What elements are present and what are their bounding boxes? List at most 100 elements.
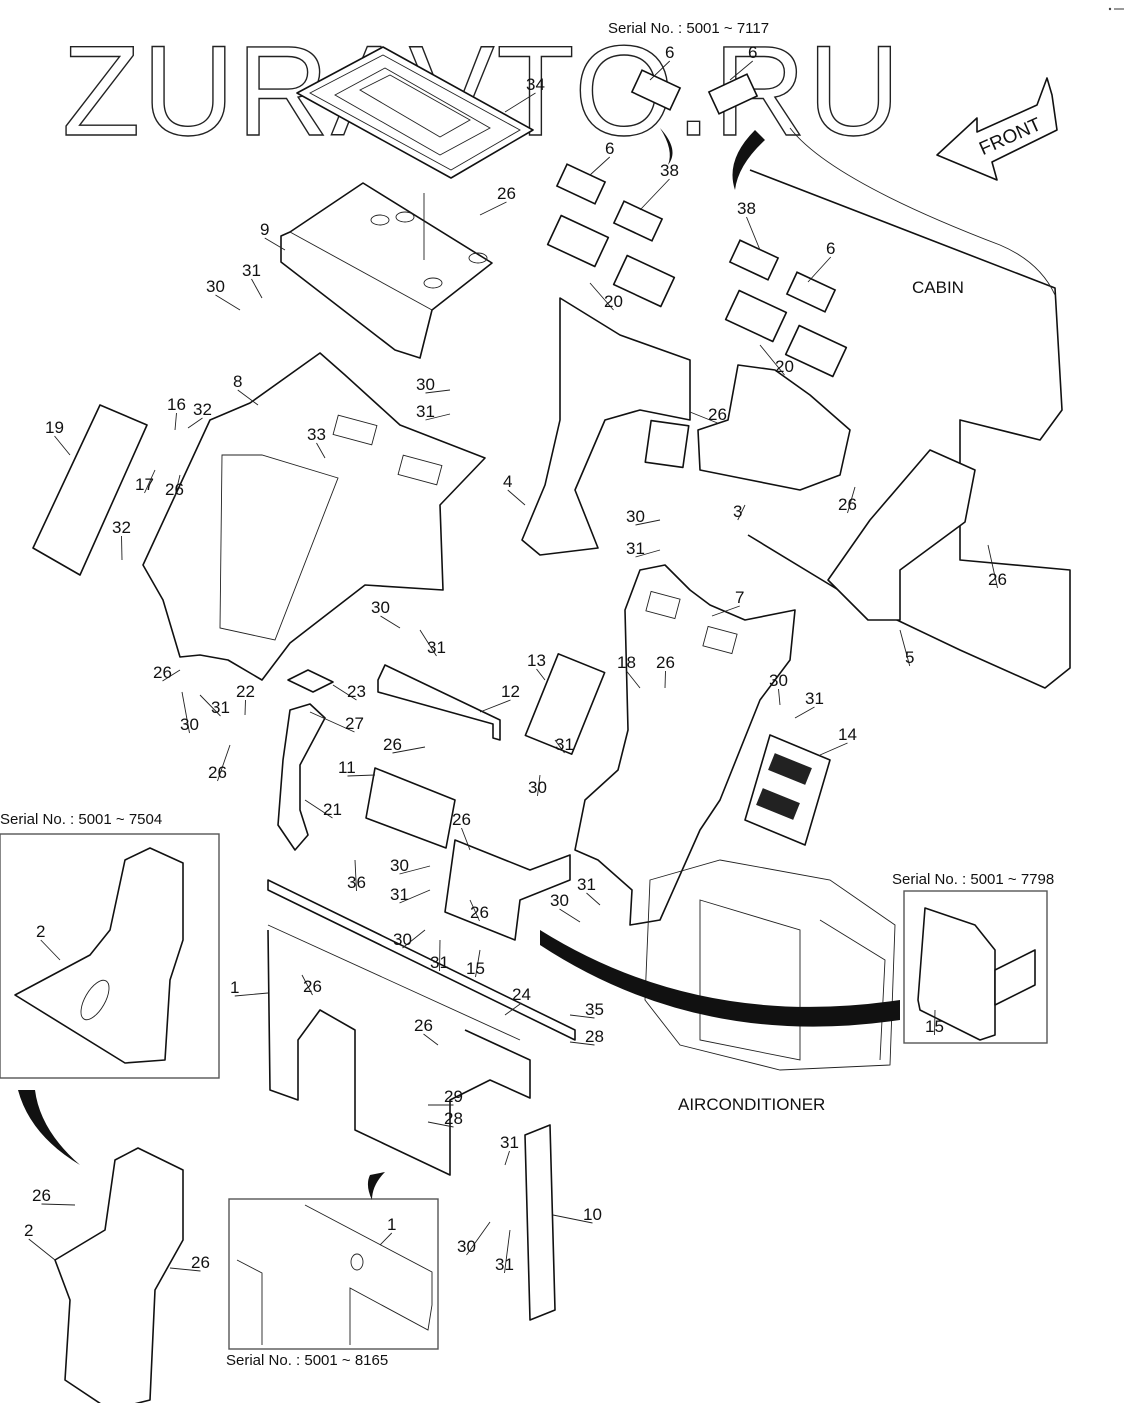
callout-26: 26 <box>708 405 727 424</box>
leader-line <box>162 669 181 682</box>
corner-mark <box>1108 7 1124 11</box>
leader-line <box>461 827 471 851</box>
part-14-control-panel <box>744 734 831 846</box>
callout-9: 9 <box>260 220 269 239</box>
leader-line <box>934 1009 936 1036</box>
leader-line <box>746 216 761 251</box>
part-7-cover <box>574 564 796 926</box>
callout-21: 21 <box>323 800 342 819</box>
leader-line <box>423 1033 439 1046</box>
leader-line <box>169 1267 201 1272</box>
leader-line <box>794 706 815 719</box>
callout-30: 30 <box>550 891 569 910</box>
callout-2: 2 <box>36 922 45 941</box>
callout-28: 28 <box>585 1027 604 1046</box>
callout-31: 31 <box>555 735 574 754</box>
callout-26: 26 <box>497 184 516 203</box>
callout-26: 26 <box>838 495 857 514</box>
part-5-duct <box>827 449 976 621</box>
leader-line <box>237 389 259 406</box>
callout-13: 13 <box>527 651 546 670</box>
callout-22: 22 <box>236 682 255 701</box>
callout-26: 26 <box>191 1253 210 1272</box>
callout-16: 16 <box>167 395 186 414</box>
part-2-duct-lower <box>54 1147 184 1403</box>
grilles-and-seals <box>546 69 848 378</box>
leader-line <box>392 746 426 754</box>
callout-27: 27 <box>345 714 364 733</box>
leader-line <box>251 278 263 299</box>
cabin-wall <box>747 127 1071 689</box>
leader-line <box>475 949 481 978</box>
leader-line <box>215 294 241 311</box>
callout-31: 31 <box>390 885 409 904</box>
callout-31: 31 <box>495 1255 514 1274</box>
callout-32: 32 <box>112 518 131 537</box>
part-9-cover <box>280 182 493 359</box>
leader-line <box>419 629 437 657</box>
callout-26: 26 <box>303 977 322 996</box>
callout-31: 31 <box>500 1133 519 1152</box>
part-21-hose <box>277 703 326 851</box>
leader-line <box>121 535 123 561</box>
callout-2: 2 <box>24 1221 33 1240</box>
leader-line <box>399 865 431 875</box>
callout-31: 31 <box>626 539 645 558</box>
callout-30: 30 <box>393 930 412 949</box>
callout-6: 6 <box>665 43 674 62</box>
part-3-duct <box>697 364 851 491</box>
callout-30: 30 <box>457 1237 476 1256</box>
callout-26: 26 <box>165 480 184 499</box>
leader-line <box>635 519 661 526</box>
leader-line <box>234 992 269 997</box>
leader-line <box>332 684 357 701</box>
callout-26: 26 <box>470 903 489 922</box>
leader-line <box>199 694 221 717</box>
callout-29: 29 <box>444 1087 463 1106</box>
leader-line <box>144 469 156 494</box>
leader-line <box>439 939 441 972</box>
leader-line <box>425 389 451 394</box>
leader-line <box>466 1221 491 1256</box>
leader-line <box>316 442 326 459</box>
callout-24: 24 <box>512 985 531 1004</box>
leader-line <box>569 1041 595 1046</box>
serial-note-8165: Serial No. : 5001 ~ 8165 <box>226 1352 388 1369</box>
leader-line <box>759 344 785 376</box>
callout-30: 30 <box>390 856 409 875</box>
leader-lines <box>28 60 998 1274</box>
leader-line <box>301 974 313 996</box>
leader-line <box>987 544 998 589</box>
callout-18: 18 <box>617 653 636 672</box>
leader-line <box>729 60 754 81</box>
leader-line <box>689 411 718 424</box>
callout-33: 33 <box>307 425 326 444</box>
part-23-seal <box>287 669 334 693</box>
leader-line <box>504 1002 522 1016</box>
callout-1: 1 <box>230 978 239 997</box>
callout-3: 3 <box>733 502 742 521</box>
callout-4: 4 <box>503 472 512 491</box>
part-4-duct <box>521 297 691 556</box>
part-15-bracket <box>444 839 571 941</box>
leader-line <box>28 1238 56 1261</box>
leader-line <box>504 1229 511 1274</box>
leader-line <box>552 1214 593 1224</box>
serial-note-7798: Serial No. : 5001 ~ 7798 <box>892 871 1054 888</box>
leader-line <box>244 699 246 716</box>
part-8-cover <box>142 352 486 681</box>
swoosh-top-left <box>660 128 673 165</box>
leader-line <box>174 474 181 499</box>
callout-23: 23 <box>347 682 366 701</box>
part-11-bracket <box>365 767 456 849</box>
callout-17: 17 <box>135 475 154 494</box>
callout-31: 31 <box>416 402 435 421</box>
callout-30: 30 <box>416 375 435 394</box>
part-1-panel <box>267 879 576 1176</box>
leader-line <box>427 1121 454 1128</box>
swoosh-bottom <box>367 1172 385 1200</box>
callout-20: 20 <box>775 357 794 376</box>
inset-serial-8165 <box>228 1198 439 1350</box>
callout-14: 14 <box>838 725 857 744</box>
